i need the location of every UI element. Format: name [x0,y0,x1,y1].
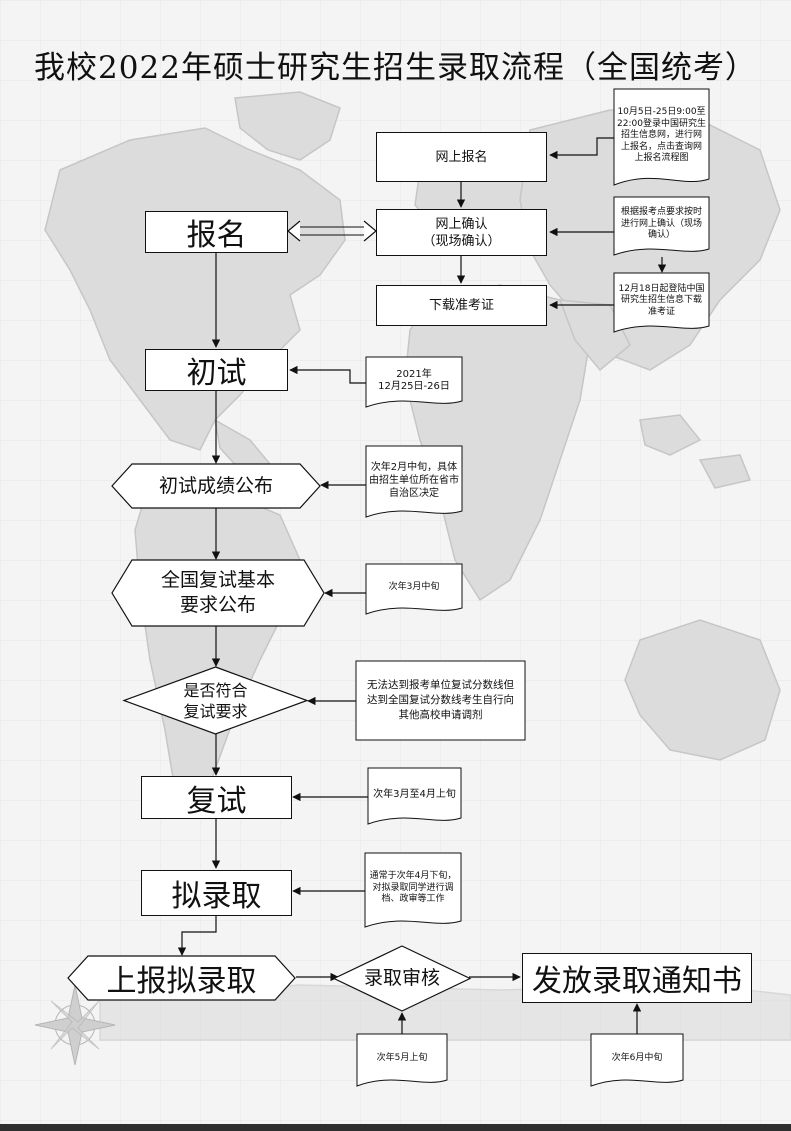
eligibility-decision-label: 是否符合 复试要求 [183,680,248,721]
score-release-time-note: 次年2月中旬，具体由招生单位所在省市自治区决定 [365,445,463,519]
retest-requirements-time-text: 次年3月中旬 [388,581,440,592]
retest-requirements-time-note: 次年3月中旬 [365,563,463,616]
notice-issue-time-text: 次年6月中旬 [611,1052,663,1063]
bottom-bar [0,1124,791,1131]
admission-ticket-note: 12月18日起登陆中国研究生招生信息下载准考证 [613,272,710,334]
issue-admission-notice-box: 发放录取通知书 [522,953,752,1003]
score-release-label: 初试成绩公布 [158,474,273,497]
registration-box: 报名 [145,211,288,253]
proposed-admission-note-text: 通常于次年4月下旬，对拟录取同学进行调档、政审等工作 [369,871,457,905]
online-confirmation-box: 网上确认 （现场确认） [376,209,547,256]
admission-review-diamond: 录取审核 [332,945,472,1012]
preliminary-exam-time-note: 2021年 12月25日-26日 [365,356,463,409]
retest-time-note: 次年3月至4月上旬 [367,767,462,826]
adjustment-note-text: 无法达到报考单位复试分数线但达到全国复试分数线考生自行向其他高校申请调剂 [367,679,514,721]
online-registration-box: 网上报名 [376,132,547,182]
retest-box: 复试 [141,776,292,819]
retest-time-text: 次年3月至4月上旬 [373,788,456,800]
registration-time-text: 10月5日-25日9:00至22:00登录中国研究生招生信息网，进行网上报名，点… [617,107,706,164]
retest-requirements-hexagon: 全国复试基本 要求公布 [111,559,325,627]
adjustment-note: 无法达到报考单位复试分数线但达到全国复试分数线考生自行向其他高校申请调剂 [355,660,526,741]
download-admission-ticket-label: 下载准考证 [428,298,494,313]
eligibility-decision-diamond: 是否符合 复试要求 [122,666,309,735]
online-confirmation-label: 网上确认 （现场确认） [422,216,501,249]
registration-label: 报名 [186,218,247,253]
admission-ticket-note-text: 12月18日起登陆中国研究生招生信息下载准考证 [618,283,705,317]
preliminary-exam-time-text: 2021年 12月25日-26日 [378,369,450,392]
proposed-admission-box: 拟录取 [141,870,292,916]
review-time-text: 次年5月上旬 [376,1052,428,1063]
score-release-time-text: 次年2月中旬，具体由招生单位所在省市自治区决定 [369,461,459,499]
submit-proposed-admission-hexagon: 上报拟录取 [67,955,296,1001]
retest-requirements-label: 全国复试基本 要求公布 [160,569,275,616]
proposed-admission-label: 拟录取 [171,879,262,914]
confirmation-note-text: 根据报考点要求按时进行网上确认（现场确认） [620,207,702,241]
score-release-hexagon: 初试成绩公布 [111,463,321,509]
compass-rose-icon [34,984,116,1066]
admission-review-label: 录取审核 [363,967,440,989]
download-admission-ticket-box: 下载准考证 [376,285,547,326]
confirmation-note: 根据报考点要求按时进行网上确认（现场确认） [613,196,710,257]
retest-label: 复试 [186,783,247,819]
registration-time-note: 10月5日-25日9:00至22:00登录中国研究生招生信息网，进行网上报名，点… [613,88,710,188]
page-title: 我校2022年硕士研究生招生录取流程（全国统考） [34,50,757,86]
submit-proposed-admission-label: 上报拟录取 [106,964,257,999]
issue-admission-notice-label: 发放录取通知书 [532,964,742,999]
proposed-admission-note: 通常于次年4月下旬，对拟录取同学进行调档、政审等工作 [364,852,462,929]
preliminary-exam-box: 初试 [145,349,288,391]
online-registration-label: 网上报名 [435,149,488,165]
review-time-note: 次年5月上旬 [356,1033,448,1088]
notice-issue-time-note: 次年6月中旬 [590,1033,684,1088]
preliminary-exam-label: 初试 [186,356,247,391]
